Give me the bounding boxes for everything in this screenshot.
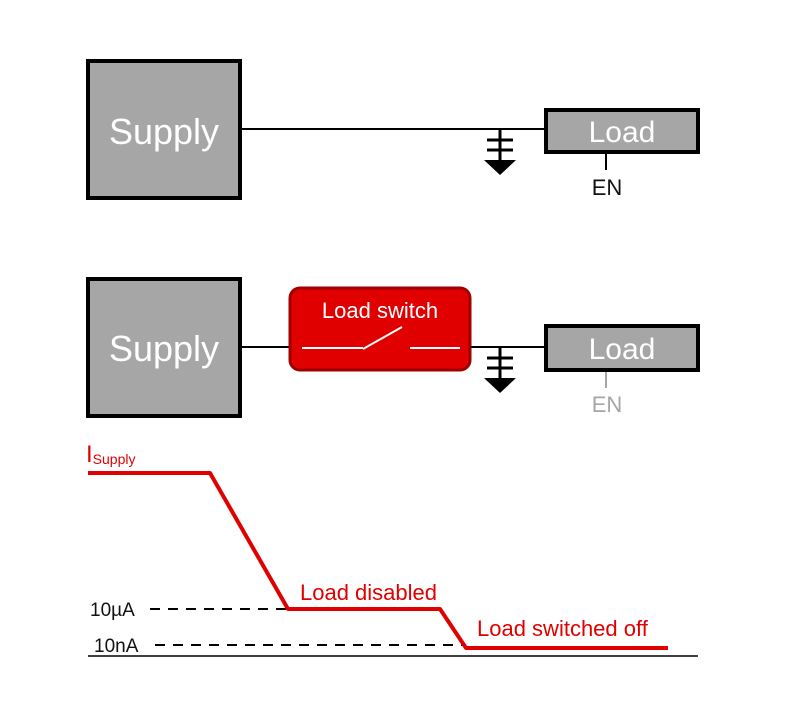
- level-10na-label: 10nA: [94, 636, 139, 657]
- supply-current-trace: [88, 471, 668, 650]
- supply-current-plot: ISupply 10µA 10nA Load disabled Load swi…: [86, 441, 698, 657]
- annotation-load-disabled: Load disabled: [300, 580, 437, 605]
- current-axis-label-main: I: [86, 441, 93, 468]
- annotation-load-switched-off: Load switched off: [477, 616, 649, 641]
- bottom-supply-box: [86, 277, 242, 418]
- top-load-box: [544, 108, 700, 154]
- top-circuit: Supply Load EN: [86, 59, 700, 200]
- bottom-supply-label: Supply: [109, 328, 219, 369]
- top-supply-label: Supply: [109, 111, 219, 152]
- bottom-circuit: Supply Load switch Load EN: [86, 277, 700, 418]
- top-enable-label: EN: [592, 175, 623, 200]
- load-switch-box: [288, 286, 472, 372]
- top-load-label: Load: [589, 116, 656, 149]
- top-supply-box: [86, 59, 242, 200]
- bottom-enable-label: EN: [592, 392, 623, 417]
- bottom-capacitor-ground-icon: [484, 347, 516, 393]
- level-10ua-label: 10µA: [90, 600, 135, 621]
- current-axis-label: ISupply: [86, 441, 135, 468]
- current-axis-label-sub: Supply: [93, 451, 136, 467]
- bottom-load-box: [544, 324, 700, 372]
- load-switch-label: Load switch: [322, 298, 438, 323]
- top-capacitor-ground-icon: [484, 129, 516, 175]
- bottom-load-label: Load: [589, 333, 656, 366]
- switch-symbol-icon: [302, 326, 460, 350]
